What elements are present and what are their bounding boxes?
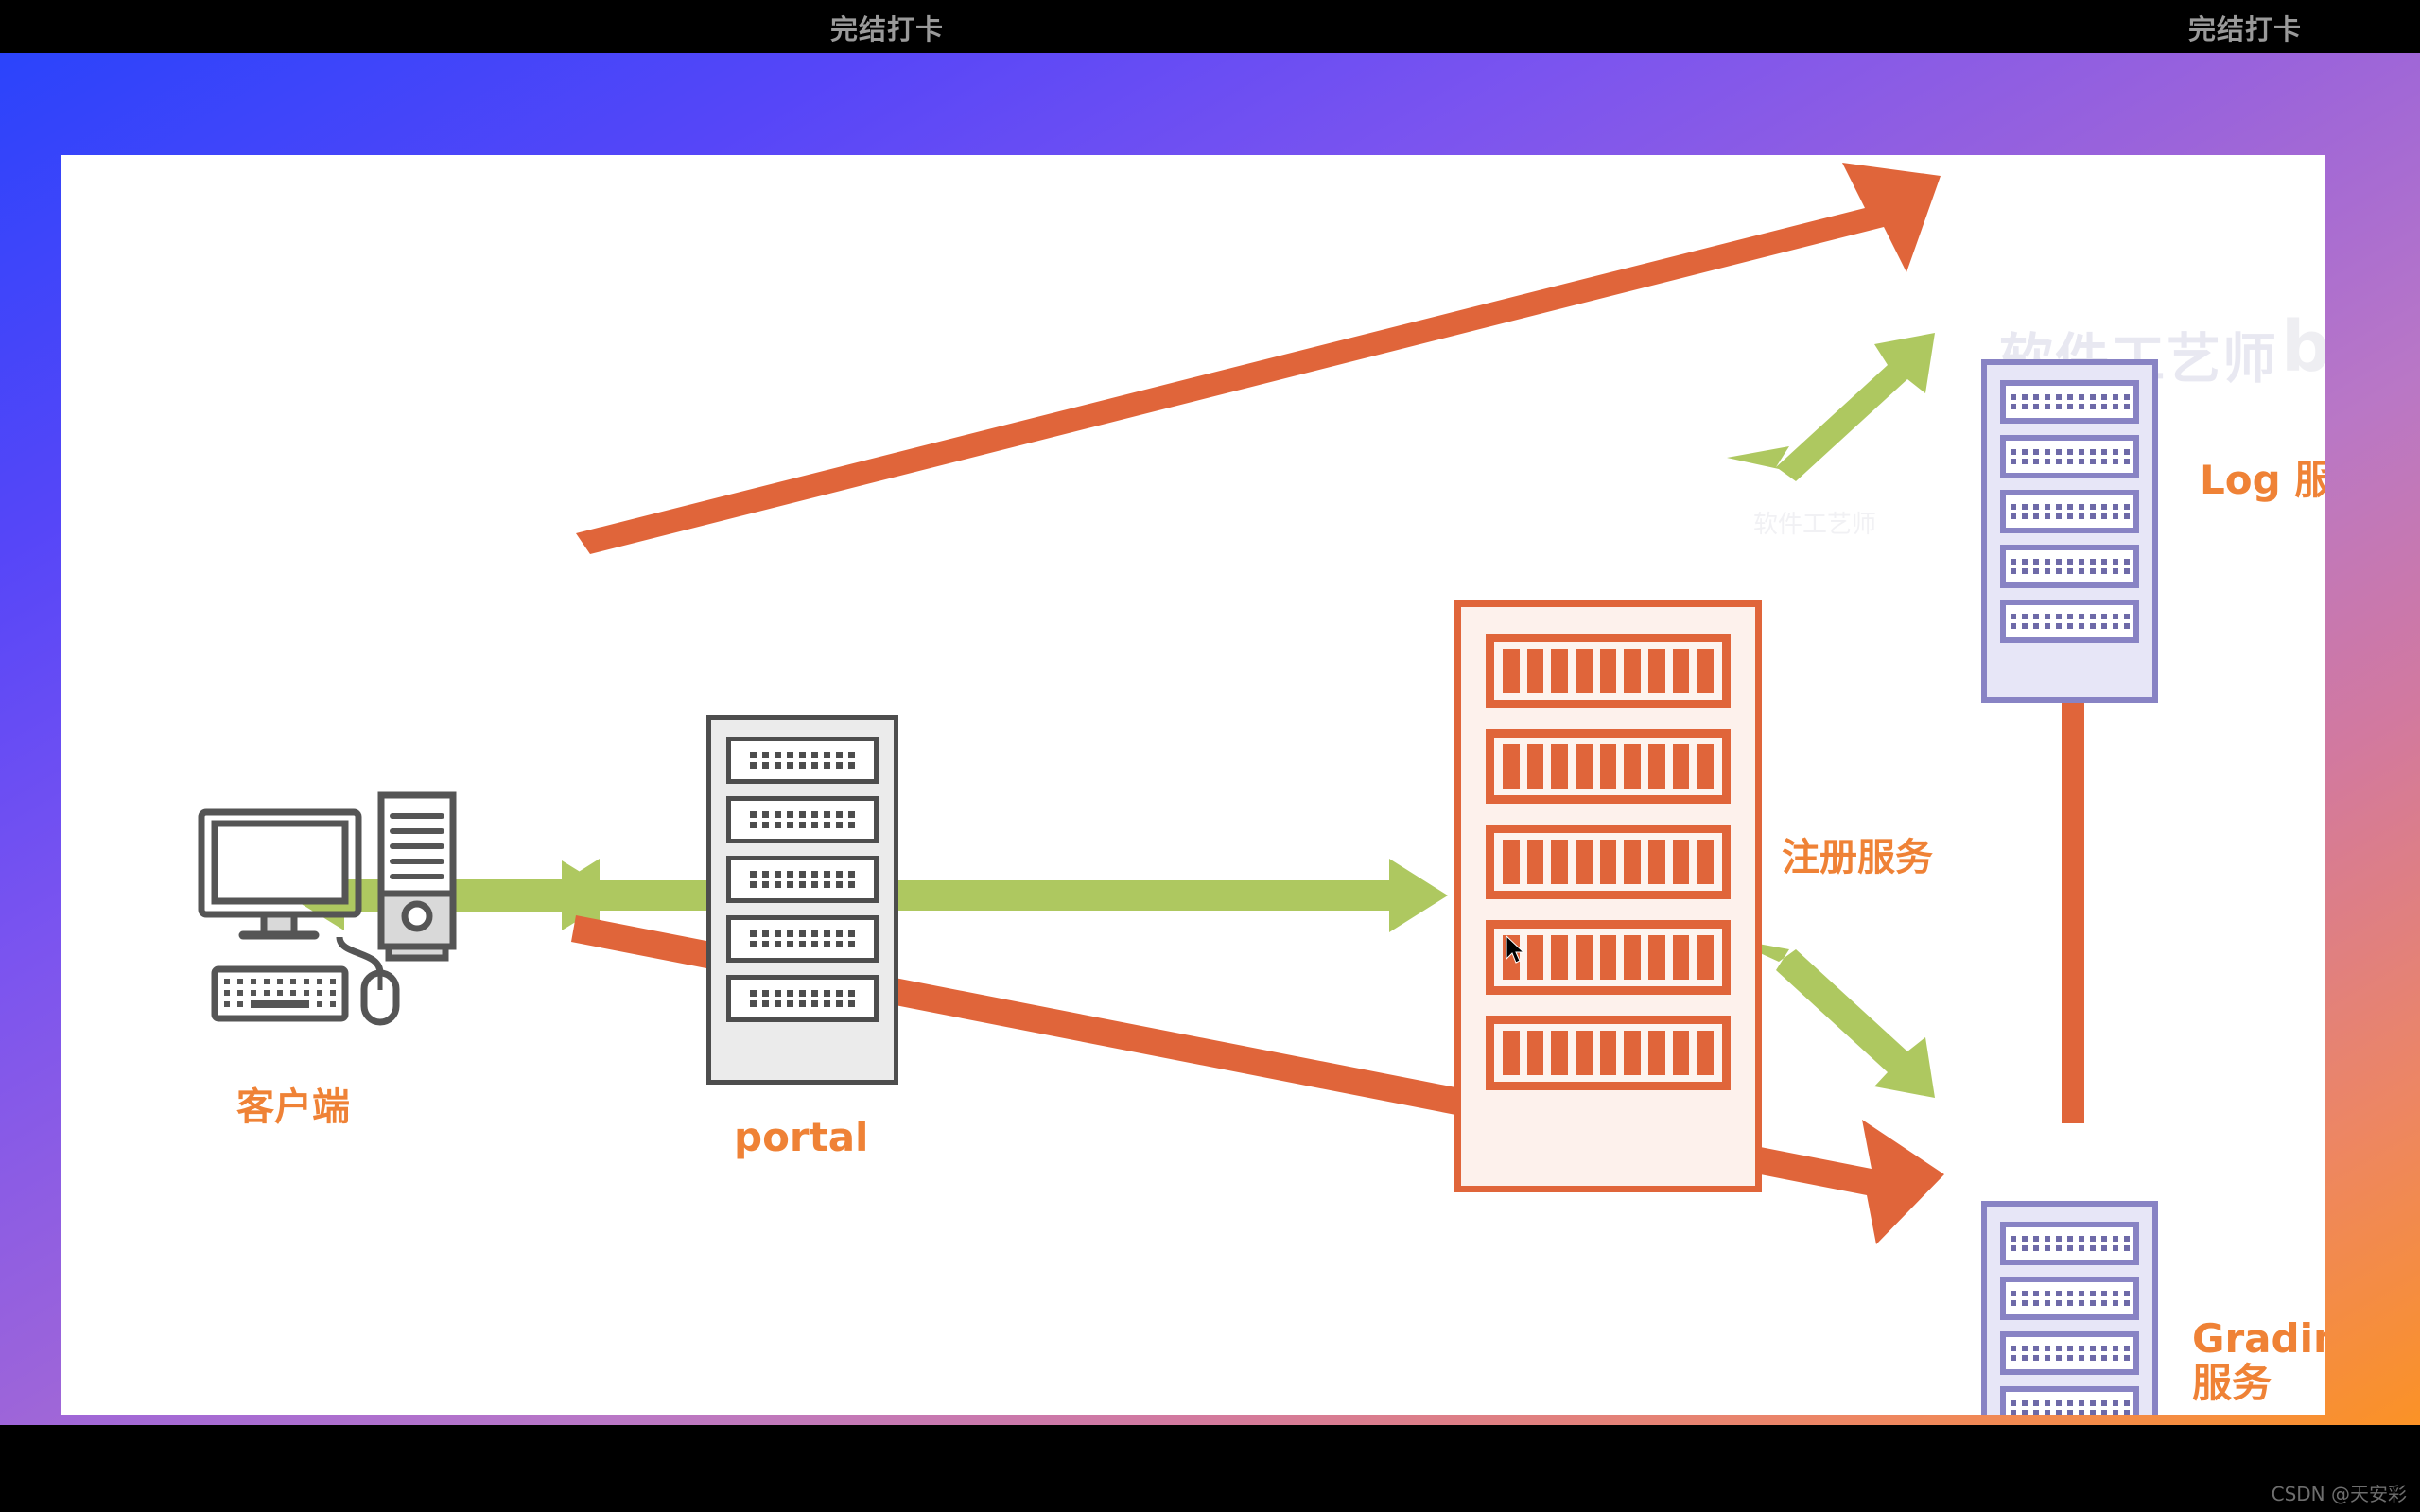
arrow-portal-log: [576, 163, 1941, 554]
arrow-registry-log: [1727, 333, 1935, 481]
arrow-portal-registry: [541, 859, 1448, 932]
rack-slot: [2000, 435, 2139, 478]
client-computer-icon: [188, 774, 491, 1030]
rack-slot: [2000, 380, 2139, 424]
registry-server-rack: [1454, 600, 1762, 1192]
slide-canvas: 软件工艺师 bilibili 软件工艺师: [61, 155, 2325, 1415]
rack-slot: [1486, 634, 1731, 708]
bottom-letterbox-bar: CSDN @天安彩: [0, 1425, 2420, 1512]
rack-slot: [2000, 1277, 2139, 1320]
arrow-grading-log: [2037, 575, 2109, 1123]
client-label: 客户端: [236, 1086, 350, 1129]
rack-slot: [1486, 729, 1731, 804]
grading-service-label-line2: 服务: [2192, 1360, 2272, 1407]
rack-slot: [726, 737, 879, 784]
rack-slot: [726, 975, 879, 1022]
rack-slot: [2000, 1222, 2139, 1265]
portal-label: portal: [734, 1114, 869, 1160]
rack-slot: [1486, 1016, 1731, 1090]
rack-slot: [1486, 920, 1731, 995]
arrow-registry-grading: [1727, 938, 1935, 1098]
rack-slot: [1486, 825, 1731, 899]
rack-slot: [2000, 545, 2139, 588]
grading-service-label: Grading 服务: [2192, 1316, 2325, 1405]
rack-slot: [2000, 600, 2139, 643]
rack-slot: [726, 915, 879, 963]
grading-service-server-rack: [1981, 1201, 2158, 1415]
rack-slot: [2000, 1386, 2139, 1415]
grading-service-label-line1: Grading: [2192, 1315, 2325, 1362]
registry-label: 注册服务: [1782, 836, 1933, 879]
arrow-portal-grading: [571, 915, 1944, 1244]
log-service-label: Log 服务: [2200, 457, 2325, 503]
rack-slot: [726, 856, 879, 903]
log-service-server-rack: [1981, 359, 2158, 703]
top-right-overlay-text: 完结打卡: [2188, 13, 2303, 45]
portal-server-rack: [706, 715, 898, 1085]
rack-slot: [726, 796, 879, 843]
csdn-watermark: CSDN @天安彩: [2271, 1483, 2407, 1505]
rack-slot: [2000, 490, 2139, 533]
top-letterbox-bar: 完结打卡 完结打卡: [0, 0, 2420, 53]
rack-slot: [2000, 1331, 2139, 1375]
top-center-overlay-text: 完结打卡: [830, 13, 945, 45]
